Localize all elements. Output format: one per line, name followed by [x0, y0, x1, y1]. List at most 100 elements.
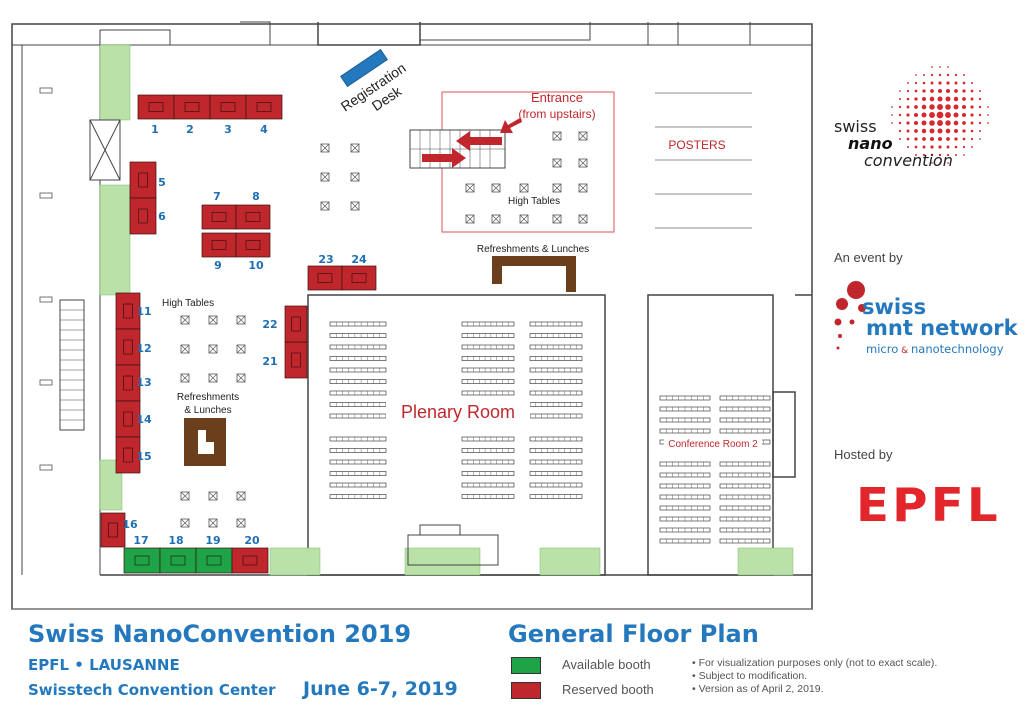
booth-13	[115, 364, 141, 402]
booth-table-16	[108, 522, 118, 538]
elevator-shaft	[59, 119, 121, 431]
legend-reserved-swatch	[511, 682, 541, 699]
logo-convention: convention	[864, 151, 953, 170]
booth-number-24: 24	[351, 253, 367, 266]
high-table-11	[491, 183, 501, 193]
high-table-20	[180, 315, 190, 325]
high-table-26	[180, 373, 190, 383]
seat-row	[329, 471, 387, 476]
booth-17	[123, 547, 161, 574]
legend-available-label: Available booth	[562, 657, 651, 672]
legend-reserved-label: Reserved booth	[562, 682, 654, 697]
plenary-room-label: Plenary Room	[401, 402, 515, 422]
booth-19	[195, 547, 233, 574]
booth-5	[129, 161, 157, 199]
seat-row	[529, 379, 583, 384]
seat-row	[529, 459, 583, 465]
booth-15	[115, 436, 141, 474]
logo-swiss: swiss	[834, 117, 877, 136]
high-table-15	[465, 214, 475, 224]
seat-row	[529, 448, 583, 453]
high-table-4	[320, 201, 330, 211]
seat-row	[461, 494, 515, 499]
high-table-28	[236, 373, 246, 383]
high-table-3	[350, 172, 360, 182]
booth-table-8	[245, 212, 261, 222]
high-table-31	[236, 491, 246, 501]
booth-number-1: 1	[151, 123, 159, 136]
booth-table-15	[123, 447, 133, 463]
booth-number-15: 15	[136, 450, 151, 463]
seat-row	[461, 344, 515, 350]
refreshments-left-sublabel: & Lunches	[184, 405, 231, 416]
seat-row	[529, 482, 583, 488]
high-table-9	[578, 158, 588, 168]
booth-number-17: 17	[133, 534, 148, 547]
high-table-23	[180, 344, 190, 354]
swiss-nano-dot-logo	[891, 66, 989, 164]
seat-row	[329, 402, 387, 407]
booth-number-23: 23	[318, 253, 333, 266]
booth-table-4	[256, 102, 272, 112]
booth-table-17	[134, 555, 150, 566]
legend-available-swatch	[511, 657, 541, 674]
booth-table-23	[317, 273, 333, 283]
seat-row	[329, 448, 387, 453]
high-table-32	[180, 518, 190, 528]
high-table-21	[208, 315, 218, 325]
high-tables-left-label: High Tables	[162, 298, 214, 309]
refreshments-counter-top	[492, 256, 576, 292]
mnt-network-text: mnt network	[866, 316, 1018, 340]
booth-22	[284, 305, 308, 343]
seat-row	[529, 413, 583, 419]
seat-row	[461, 367, 515, 373]
high-table-12	[519, 183, 529, 193]
booth-number-18: 18	[168, 534, 183, 547]
mnt-tagline-amp: &	[898, 346, 911, 356]
mnt-network-dots	[834, 281, 866, 350]
event-location: EPFL • LAUSANNE	[28, 656, 180, 674]
refreshments-left-label: Refreshments	[177, 392, 239, 403]
booth-number-8: 8	[252, 190, 260, 203]
refreshments-top-label: Refreshments & Lunches	[477, 244, 589, 255]
mnt-network-logo: swiss	[862, 296, 926, 318]
booth-table-20	[242, 555, 258, 566]
booths	[100, 94, 377, 574]
mnt-tagline-nano: nanotechnology	[910, 342, 1004, 356]
booth-number-3: 3	[224, 123, 232, 136]
plan-notes: • For visualization purposes only (not t…	[692, 657, 937, 696]
high-table-0	[320, 143, 330, 153]
booth-number-14: 14	[136, 413, 152, 426]
seat-row	[461, 482, 515, 488]
booth-number-16: 16	[122, 518, 138, 531]
seat-row	[529, 356, 583, 361]
booth-number-5: 5	[158, 176, 166, 189]
corridor-zones	[99, 44, 794, 576]
seat-row	[529, 402, 583, 407]
booth-table-3	[220, 102, 236, 112]
booth-table-21	[291, 352, 301, 368]
seat-row	[329, 321, 387, 327]
seat-row	[329, 379, 387, 384]
booth-3	[209, 94, 247, 120]
swiss-nano-convention-logo: swiss nano convention	[834, 118, 953, 169]
booth-18	[159, 547, 197, 574]
high-table-13	[552, 183, 562, 193]
booth-table-9	[211, 240, 227, 250]
booth-10	[235, 232, 271, 258]
high-table-22	[236, 315, 246, 325]
mnt-tagline-micro: micro	[866, 342, 899, 356]
booth-table-13	[123, 375, 133, 391]
booth-table-19	[206, 555, 222, 566]
booth-table-2	[184, 102, 200, 112]
booth-number-4: 4	[260, 123, 268, 136]
booth-number-7: 7	[213, 190, 221, 203]
seat-row	[461, 448, 515, 453]
seat-row	[329, 459, 387, 465]
high-tables	[180, 131, 588, 528]
high-table-6	[552, 131, 562, 141]
high-table-24	[208, 344, 218, 354]
conference-room-2-label: Conference Room 2	[668, 439, 758, 450]
